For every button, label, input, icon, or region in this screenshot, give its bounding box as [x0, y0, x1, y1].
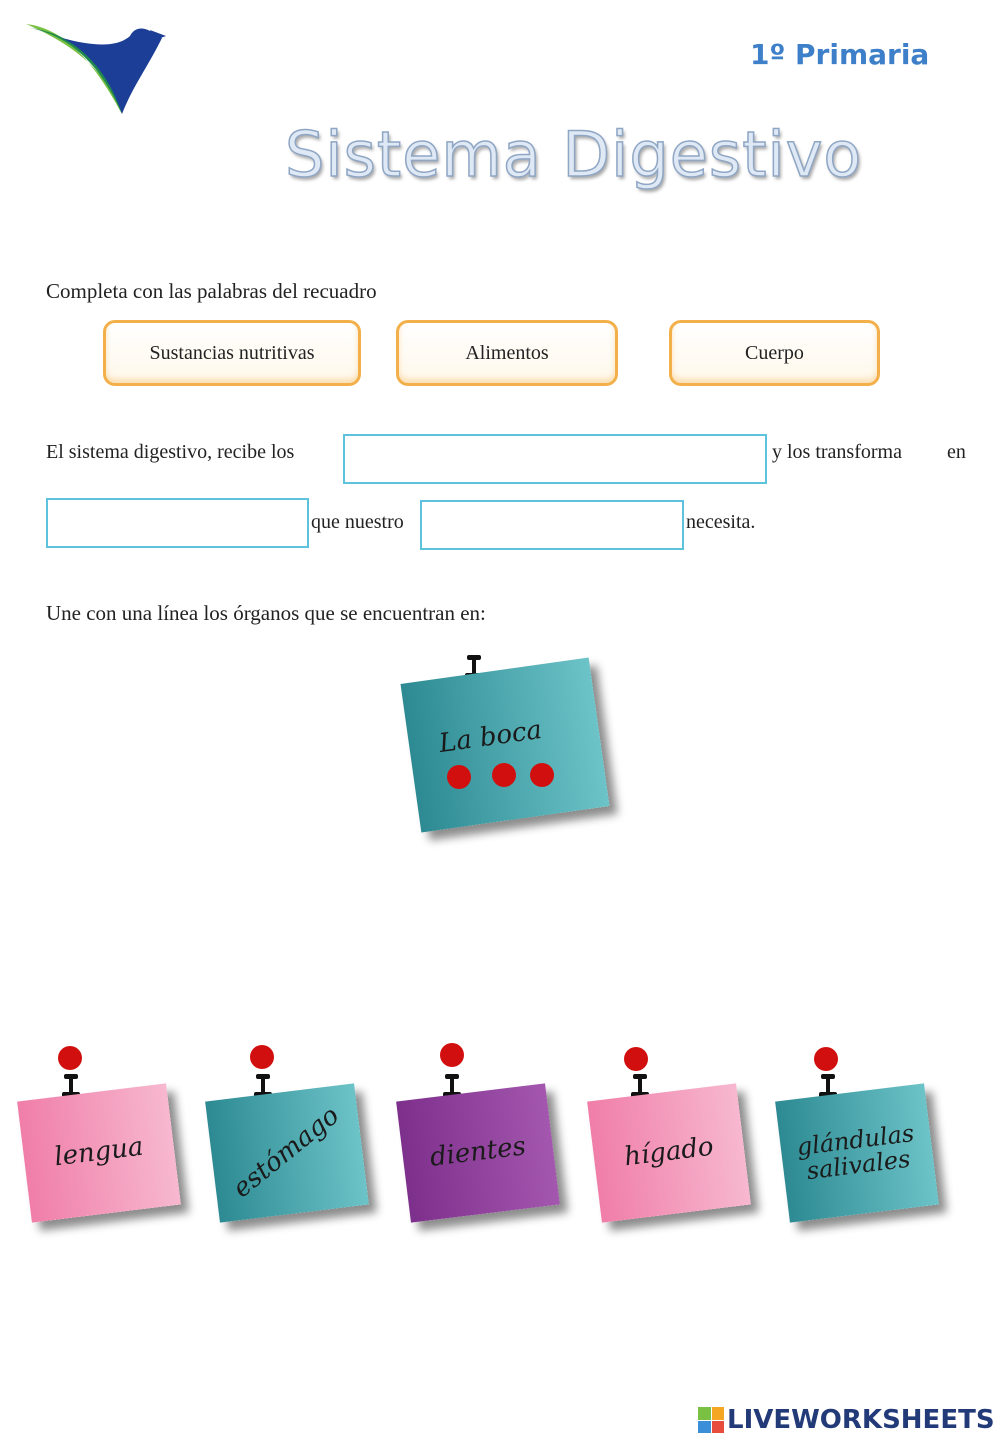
grade-label: 1º Primaria [750, 38, 930, 71]
target-note-label: La boca [437, 714, 544, 759]
sentence-part-5: necesita. [686, 511, 756, 533]
brand-name: LIVEWORKSHEETS [727, 1405, 995, 1435]
match-dot[interactable] [58, 1046, 82, 1070]
sentence-part-2: y los transforma [772, 441, 902, 463]
organ-note-glandulas-salivales[interactable]: glándulas salivales [775, 1083, 939, 1223]
organ-note-dientes[interactable]: dientes [396, 1083, 560, 1223]
sentence-part-3: en [947, 441, 966, 463]
blank-input-1[interactable] [343, 434, 767, 484]
organ-note-label: hígado [622, 1132, 716, 1173]
word-bank-label: Alimentos [465, 341, 549, 364]
blank-input-2[interactable] [46, 498, 309, 548]
sentence-part-1: El sistema digestivo, recibe los [46, 441, 295, 463]
blank-input-3[interactable] [420, 500, 684, 550]
word-bank-item: Alimentos [396, 320, 618, 386]
instruction-complete: Completa con las palabras del recuadro [46, 279, 377, 303]
match-dot[interactable] [250, 1045, 274, 1069]
organ-note-label: dientes [428, 1131, 528, 1174]
organ-note-label: estómago [227, 1100, 346, 1205]
organ-note-label: glándulas salivales [795, 1118, 916, 1186]
organ-note-label: lengua [52, 1132, 146, 1173]
sentence-part-4: que nuestro [311, 511, 404, 533]
target-note-la-boca[interactable]: La boca [400, 657, 610, 833]
word-bank-item: Sustancias nutritivas [103, 320, 361, 386]
match-dot[interactable] [492, 763, 516, 787]
organ-note-estomago[interactable]: estómago [205, 1083, 369, 1223]
match-dot[interactable] [530, 763, 554, 787]
match-dot[interactable] [624, 1047, 648, 1071]
page-title: Sistema Digestivo [284, 117, 863, 192]
match-dot[interactable] [447, 765, 471, 789]
word-bank-label: Sustancias nutritivas [149, 341, 315, 364]
match-dot[interactable] [814, 1047, 838, 1071]
liveworksheets-brand: LIVEWORKSHEETS [698, 1405, 995, 1435]
liveworksheets-logo-icon [698, 1407, 724, 1433]
match-dot[interactable] [440, 1043, 464, 1067]
word-bank-label: Cuerpo [745, 341, 804, 364]
organ-note-higado[interactable]: hígado [587, 1083, 751, 1223]
instruction-match: Une con una línea los órganos que se enc… [46, 601, 486, 625]
organ-note-lengua[interactable]: lengua [17, 1083, 181, 1223]
word-bank-item: Cuerpo [669, 320, 880, 386]
bird-logo-icon [22, 18, 172, 118]
